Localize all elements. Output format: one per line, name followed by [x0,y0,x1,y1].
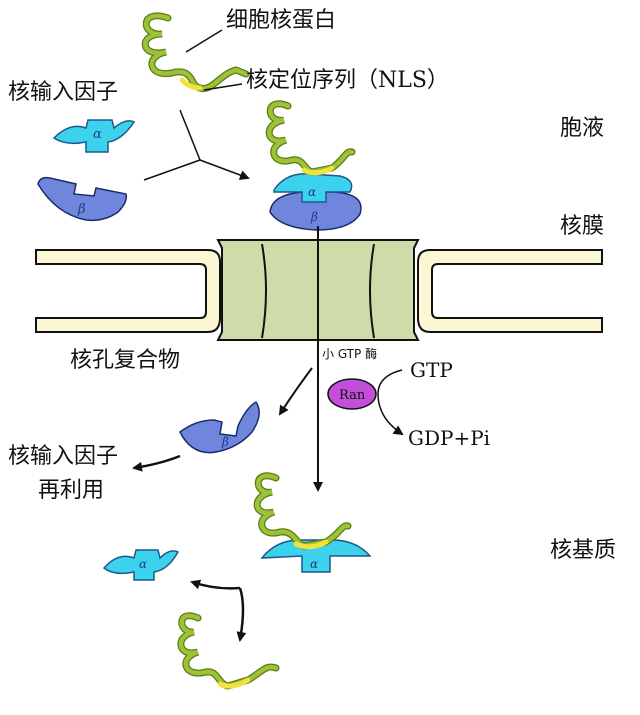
label-nucleoplasm: 核基质 [550,538,617,563]
alpha-glyph-complex-top: α [308,185,316,199]
nuclear-protein-free [141,12,250,93]
beta-release-arrow [278,367,313,416]
label-gtp: GTP [410,358,453,382]
label-importin-recycle-line1: 核输入因子 [8,444,119,469]
alpha-glyph-nucleus-free: α [139,557,147,571]
label-npc: 核孔复合物 [70,348,181,373]
beta-glyph-complex-top: β [310,210,318,224]
binding-arrow [143,109,250,181]
alpha-glyph-nucleus: α [310,557,318,571]
label-nuclear-membrane: 核膜 [560,214,605,239]
importin-beta-released: β [179,400,260,454]
ran-label: Ran [339,388,366,403]
recycle-arrow [132,454,181,472]
importin-beta-free: β [37,176,128,222]
dissociation-arrows [190,579,247,642]
beta-glyph-released: β [221,435,229,449]
label-nuclear-protein: 细胞核蛋白 [226,8,337,33]
label-importin: 核输入因子 [8,80,119,105]
import-complex-nucleus: α [253,472,372,573]
label-nls: 核定位序列（NLS） [246,68,449,93]
importin-alpha-free: α [52,119,136,153]
ran-gtpase: Ran [327,369,404,436]
label-cytosol: 胞液 [560,116,605,141]
import-complex-cytosol: α β [265,100,362,231]
label-importin-recycle-line2: 再利用 [38,478,105,503]
label-gdp-pi: GDP+Pi [408,426,491,450]
nuclear-membrane [35,249,603,333]
alpha-glyph-free: α [93,127,102,142]
importin-alpha-nucleus: α [102,549,180,581]
beta-glyph-free: β [77,202,86,217]
nuclear-protein-released [177,612,280,690]
label-small-gtpase: 小 GTP 酶 [322,347,378,361]
